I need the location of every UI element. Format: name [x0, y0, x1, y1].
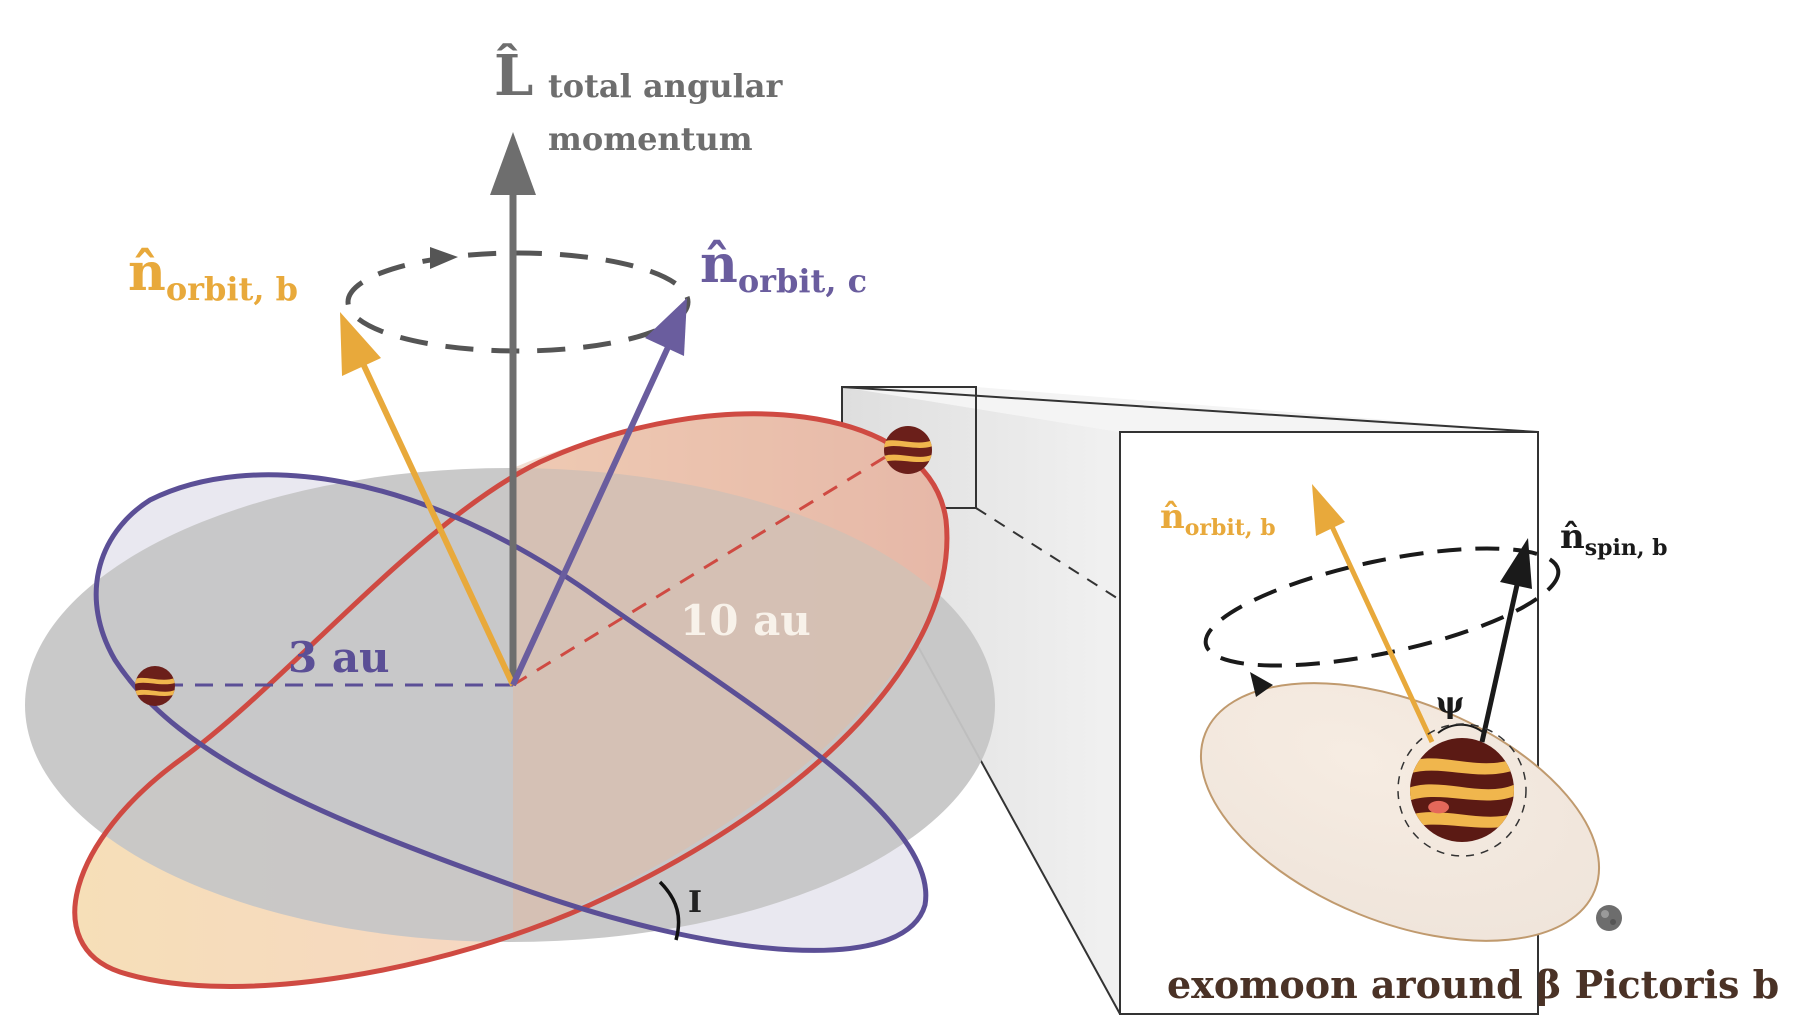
L-hat-label: L̂: [494, 42, 533, 109]
psi-label: ψ: [1436, 686, 1464, 721]
precession-arrowhead: [430, 247, 458, 269]
L-caption-line2: momentum: [548, 120, 753, 158]
exomoon-icon: [1596, 905, 1622, 931]
n-orbit-c-subscript: orbit, c: [738, 262, 867, 300]
invariable-plane: [25, 468, 995, 942]
outer-radius-dash: [512, 446, 901, 687]
n-hat: n̂: [700, 234, 738, 295]
inset-n-spin-b-label: n̂spin, b: [1560, 517, 1668, 561]
inset-caption: exomoon around β Pictoris b: [1167, 962, 1779, 1007]
n-hat: n̂: [1160, 497, 1185, 537]
outer-orbit-line: [72, 411, 950, 989]
planet-b-icon: [884, 426, 932, 474]
n-orbit-c-label: n̂orbit, c: [700, 234, 867, 300]
L-vector: [490, 132, 536, 685]
inset-panel: ψ n̂orbit, b n̂spin, b exomoon around β …: [1119, 431, 1779, 1015]
n-orbit-b-vector: [340, 312, 516, 687]
inset-n-orbit-b-subscript: orbit, b: [1185, 515, 1276, 541]
frustum-edge-top: [841, 386, 1539, 433]
inset-planet-icon: [1410, 738, 1514, 842]
inset-n-orbit-b-vector: [1312, 484, 1435, 744]
inset-n-spin-b-subscript: spin, b: [1585, 535, 1668, 561]
precession-ellipse: [345, 250, 691, 354]
inset-planet-dash-ring: [1397, 723, 1527, 857]
outer-distance-label: 10 au: [680, 596, 811, 645]
L-caption-line1: total angular: [548, 67, 783, 105]
n-orbit-b-label: n̂orbit, b: [128, 242, 298, 308]
inner-orbit-line: [93, 472, 929, 953]
spin-precession-arrowhead: [1250, 672, 1273, 697]
n-hat: n̂: [128, 242, 166, 303]
outer-plane-front-overlay: [513, 415, 947, 941]
inclination-label: I: [688, 885, 702, 920]
n-hat: n̂: [1560, 517, 1585, 557]
inset-n-spin-b-vector: [1479, 538, 1532, 743]
n-orbit-c-vector: [510, 298, 687, 687]
planet-c-icon: [135, 666, 175, 706]
inset-n-orbit-b-label: n̂orbit, b: [1160, 497, 1276, 541]
frustum-edge-dashed: [975, 507, 1121, 601]
inset-moon-orbit-disk: [1199, 682, 1601, 942]
inclination-arc: [658, 880, 681, 941]
inner-distance-label: 3 au: [288, 633, 390, 682]
n-orbit-b-subscript: orbit, b: [166, 270, 298, 308]
